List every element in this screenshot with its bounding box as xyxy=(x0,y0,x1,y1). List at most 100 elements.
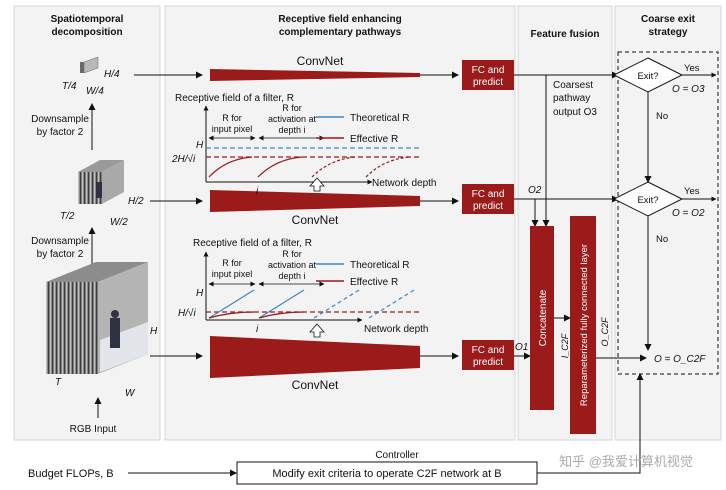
fc-1-line1: FC and xyxy=(472,65,505,76)
rf1-title: Receptive field of a filter, R xyxy=(175,93,294,104)
rf2-legend-effective: Effective R xyxy=(350,277,398,288)
rf2-up-arrow-icon xyxy=(309,323,325,338)
rf2-y-high: H xyxy=(196,288,204,299)
exit1-yes: Yes xyxy=(684,63,700,74)
video-cube-small xyxy=(80,56,99,74)
convnet-3 xyxy=(210,336,420,378)
exit2-output: O = O2 xyxy=(672,208,705,219)
concatenate-block xyxy=(530,226,554,410)
i-c2f-label: I_C2F xyxy=(560,333,570,358)
exit1-output: O = O3 xyxy=(672,84,705,95)
rf2-title: Receptive field of a filter, R xyxy=(193,238,312,249)
rf1-label-input-2: input pixel xyxy=(212,124,253,134)
rf1-label-depth-1: R for xyxy=(282,103,302,113)
coarsest-3: output O3 xyxy=(553,107,597,118)
video-cube-large xyxy=(46,262,148,374)
coarsest-1: Coarsest xyxy=(553,80,593,91)
dim-w: W xyxy=(125,388,136,399)
rf1-y-high: H xyxy=(196,140,204,151)
rf1-legend-effective: Effective R xyxy=(350,134,398,145)
budget-label: Budget FLOPs, B xyxy=(28,468,114,480)
exit1-q: Exit? xyxy=(637,71,658,82)
title-spatiotemporal-1: Spatiotemporal xyxy=(51,14,124,25)
fc-predict-2: FC and predict xyxy=(462,184,514,214)
dim-h: H xyxy=(150,326,158,337)
rf1-label-input-1: R for xyxy=(222,113,242,123)
convnet-2 xyxy=(210,190,420,212)
rf2-label-depth-1: R for xyxy=(282,249,302,259)
exit1-no: No xyxy=(656,111,668,122)
dim-t: T xyxy=(55,377,62,388)
rf1-y-low: 2H/√i xyxy=(171,153,196,165)
rf2-blue-3 xyxy=(313,289,360,319)
title-spatiotemporal-2: decomposition xyxy=(51,27,122,38)
dim-t4: T/4 xyxy=(62,81,77,92)
coarsest-2: pathway xyxy=(553,93,590,104)
exit3-output: O = O_C2F xyxy=(654,354,706,365)
controller-label: Controller xyxy=(375,450,419,461)
o-c2f-label: O_C2F xyxy=(600,317,610,347)
rf1-label-depth-3: depth i xyxy=(278,125,305,135)
rf2-label-depth-3: depth i xyxy=(278,271,305,281)
rf2-label-input-2: input pixel xyxy=(212,269,253,279)
reparam-fc-block xyxy=(570,216,596,434)
rf2-x-axis-label: Network depth xyxy=(364,324,428,335)
exit-dashed-box xyxy=(617,51,719,375)
rf2-blue-4 xyxy=(368,289,415,319)
fc-predict-1: FC and predict xyxy=(462,60,514,90)
convnet-1-label: ConvNet xyxy=(297,54,344,68)
downsample-2a: Downsample xyxy=(31,236,89,247)
exit2-yes: Yes xyxy=(684,186,700,197)
rf1-label-depth-2: activation at xyxy=(268,114,317,124)
convnet-1 xyxy=(210,69,420,81)
rf1-curve-4 xyxy=(365,156,411,178)
rf2-y-low: H/√i xyxy=(178,307,196,319)
controller-modify: Modify exit criteria to operate C2F netw… xyxy=(272,468,501,480)
dim-w4: W/4 xyxy=(86,86,104,97)
fc-predict-3: FC and predict xyxy=(462,340,514,370)
rf2-legend-theoretical: Theoretical R xyxy=(350,260,409,271)
title-exit-2: strategy xyxy=(649,27,688,38)
rf2-blue-1 xyxy=(208,289,255,319)
fc-2-line2: predict xyxy=(473,201,503,212)
video-cube-medium xyxy=(78,160,124,204)
downsample-2b: by factor 2 xyxy=(37,249,84,260)
reparam-label: Reparameterized fully connected layer xyxy=(579,244,590,406)
title-receptive-2: complementary pathways xyxy=(279,27,402,38)
dim-t2: T/2 xyxy=(60,211,75,222)
rf1-x-axis-label: Network depth xyxy=(372,178,436,189)
rf2-label-depth-2: activation at xyxy=(268,260,317,270)
title-receptive-1: Receptive field enhancing xyxy=(278,14,401,25)
fc-1-line2: predict xyxy=(473,77,503,88)
convnet-3-label: ConvNet xyxy=(292,378,339,392)
title-exit-1: Coarse exit xyxy=(641,14,696,25)
rf1-curve-2 xyxy=(257,156,303,178)
downsample-1a: Downsample xyxy=(31,114,89,125)
fc-2-line1: FC and xyxy=(472,189,505,200)
dim-h4: H/4 xyxy=(104,69,120,80)
arrow-controller-exit xyxy=(537,373,644,474)
exit2-no: No xyxy=(656,234,668,245)
rf2-x-tick: i xyxy=(256,324,259,335)
o1-label: O1 xyxy=(515,342,528,353)
fc-3-line1: FC and xyxy=(472,345,505,356)
exit2-q: Exit? xyxy=(637,195,658,206)
rf2-blue-2 xyxy=(258,289,305,319)
rf2-curve-2 xyxy=(258,311,305,319)
dim-h2: H/2 xyxy=(128,196,144,207)
watermark: 知乎 @我爱计算机视觉 xyxy=(559,454,693,469)
rf1-up-arrow-icon xyxy=(309,177,325,192)
rf2-label-input-1: R for xyxy=(222,258,242,268)
dim-w2: W/2 xyxy=(110,217,128,228)
rgb-input-label: RGB Input xyxy=(70,424,117,435)
fc-3-line2: predict xyxy=(473,357,503,368)
o2-label: O2 xyxy=(528,185,542,196)
rf1-legend-theoretical: Theoretical R xyxy=(350,113,409,124)
convnet-2-label: ConvNet xyxy=(292,213,339,227)
title-fusion: Feature fusion xyxy=(531,29,600,40)
downsample-1b: by factor 2 xyxy=(37,127,84,138)
concatenate-label: Concatenate xyxy=(538,289,549,346)
rf-plot-1: Receptive field of a filter, R H 2H/√i i… xyxy=(171,93,436,197)
